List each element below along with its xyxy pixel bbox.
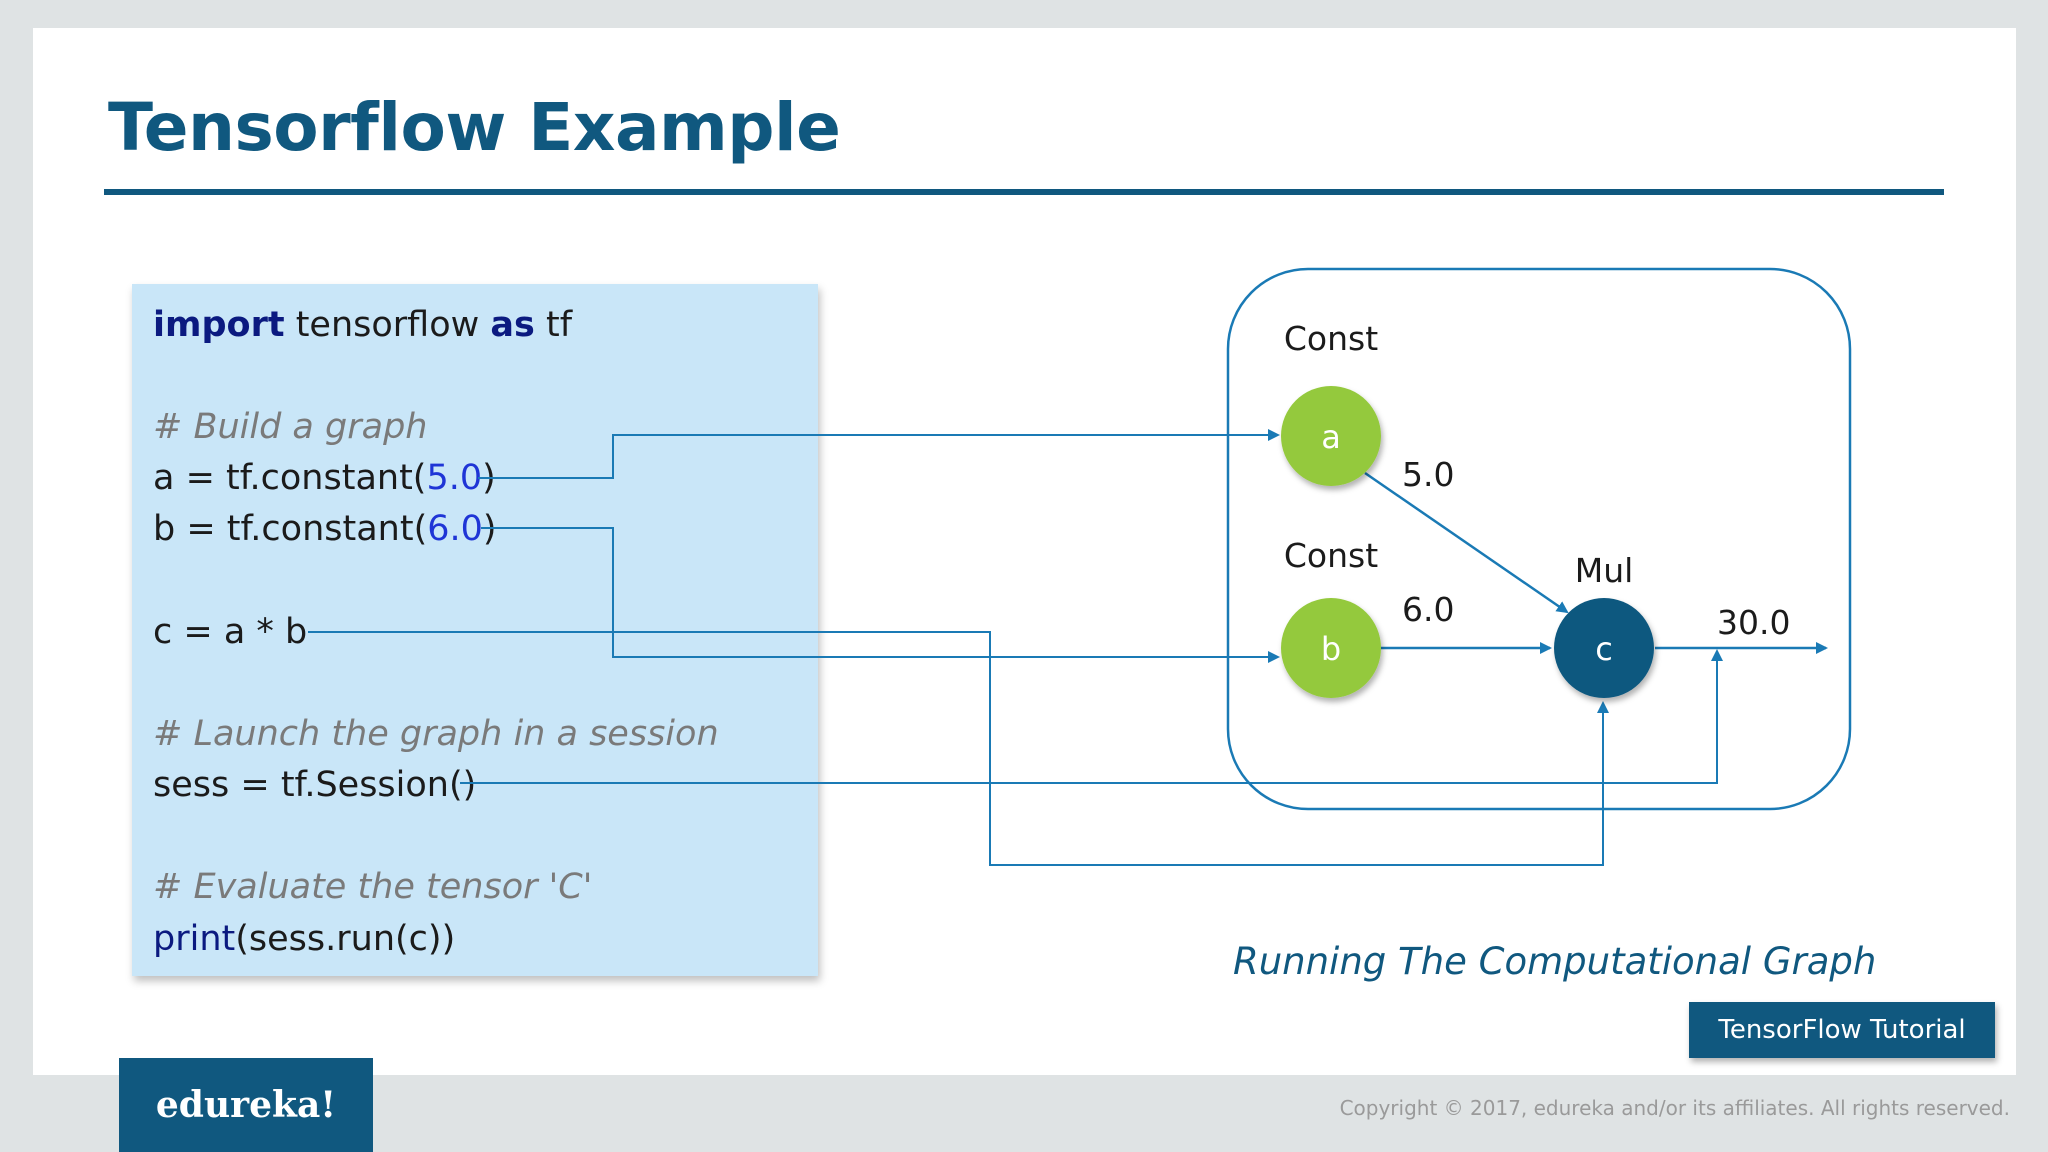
tutorial-tag: TensorFlow Tutorial xyxy=(1689,1002,1995,1058)
graph-container xyxy=(1226,267,1852,811)
edge-a-to-c xyxy=(1364,471,1569,614)
edge-a-value: 5.0 xyxy=(1402,455,1454,494)
connector-b xyxy=(481,527,1280,663)
edge-b-value: 6.0 xyxy=(1402,590,1454,629)
code-text: (sess.run(c)) xyxy=(235,919,456,959)
code-number: 6.0 xyxy=(427,509,483,549)
code-line-b: b = tf.constant(6.0) xyxy=(153,504,497,554)
diagram-caption: Running The Computational Graph xyxy=(1233,940,1877,983)
node-a-label: a xyxy=(1321,418,1341,456)
node-c-op: Mul xyxy=(1575,551,1634,590)
code-line-print: print(sess.run(c)) xyxy=(153,914,455,964)
node-a-op: Const xyxy=(1284,319,1378,358)
edureka-logo: edureka! xyxy=(119,1058,373,1152)
code-text: tensorflow xyxy=(284,305,491,345)
slide-title: Tensorflow Example xyxy=(108,89,841,166)
node-c xyxy=(1554,598,1654,698)
keyword-import: import xyxy=(153,305,285,345)
code-line-sess: sess = tf.Session() xyxy=(153,765,477,805)
keyword-as: as xyxy=(490,305,535,345)
code-comment-build: # Build a graph xyxy=(153,407,428,447)
node-c-label: c xyxy=(1595,630,1613,668)
node-b xyxy=(1281,598,1381,698)
copyright-notice: Copyright © 2017, edureka and/or its aff… xyxy=(1339,1096,2010,1120)
node-a xyxy=(1281,386,1381,486)
code-panel xyxy=(132,284,818,976)
code-number: 5.0 xyxy=(426,458,483,498)
title-underline xyxy=(104,189,1944,195)
connector-sess xyxy=(460,649,1723,784)
code-line-a: a = tf.constant(5.0) xyxy=(153,453,496,503)
code-text: b = tf.constant( xyxy=(153,509,428,549)
code-text: a = tf.constant( xyxy=(153,458,427,498)
connector-a xyxy=(478,429,1280,479)
connector-c xyxy=(308,631,1609,866)
code-text: tf xyxy=(534,305,573,345)
code-line-c: c = a * b xyxy=(153,612,308,652)
code-comment-evaluate: # Evaluate the tensor 'C' xyxy=(153,867,593,907)
code-function: print xyxy=(153,919,236,959)
node-b-label: b xyxy=(1321,630,1341,668)
code-comment-session: # Launch the graph in a session xyxy=(153,714,719,754)
node-b-op: Const xyxy=(1284,536,1378,575)
edge-c-value: 30.0 xyxy=(1717,603,1790,642)
code-line-import: import tensorflow as tf xyxy=(153,300,572,350)
